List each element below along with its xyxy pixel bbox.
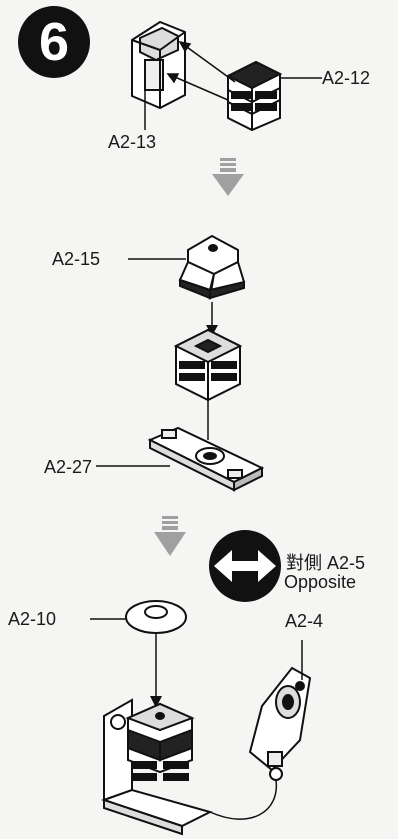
stacked-block-middle xyxy=(173,328,243,402)
step-badge: 6 xyxy=(18,6,90,78)
part-a2-13-frame xyxy=(131,20,186,110)
insert-arrows-top xyxy=(166,40,236,101)
part-a2-10-disc xyxy=(125,600,187,634)
insert-arrowhead-cap xyxy=(206,325,218,336)
step-number: 6 xyxy=(38,12,70,72)
insert-arrowhead-disc xyxy=(150,696,162,708)
opposite-subtitle: Opposite xyxy=(284,572,357,592)
double-arrow-icon xyxy=(209,530,281,602)
part-a2-27-base xyxy=(147,426,265,492)
opposite-title: 對側 A2-5 xyxy=(286,553,366,573)
label-a2-4: A2-4 xyxy=(285,611,324,631)
part-a2-4-mechanism xyxy=(248,666,312,781)
part-a2-12-block xyxy=(225,60,283,132)
insert-curve-a2-4 xyxy=(209,779,278,820)
step-badge-circle xyxy=(18,6,90,78)
part-a2-15-cap xyxy=(178,234,246,300)
label-a2-13: A2-13 xyxy=(108,132,157,152)
down-arrow-2 xyxy=(154,516,186,556)
label-a2-15: A2-15 xyxy=(52,249,101,269)
label-a2-27: A2-27 xyxy=(44,457,93,477)
bottom-assembly xyxy=(100,698,213,836)
label-a2-12: A2-12 xyxy=(322,68,371,88)
label-a2-10: A2-10 xyxy=(8,609,57,629)
down-arrow-1 xyxy=(212,158,244,196)
